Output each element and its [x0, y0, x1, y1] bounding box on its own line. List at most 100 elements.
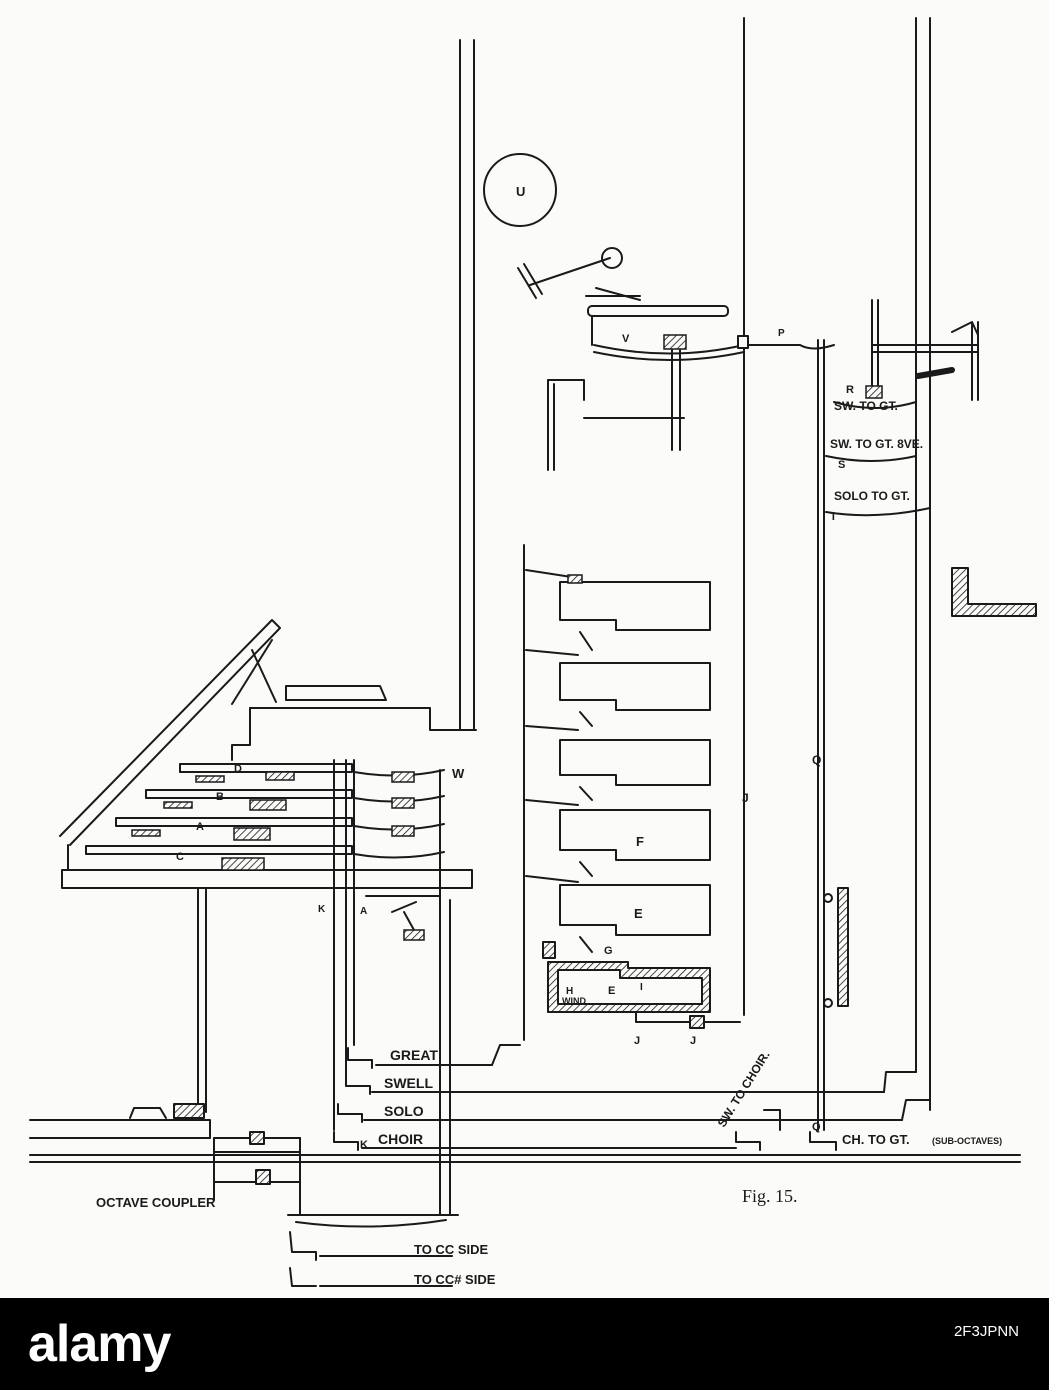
key-block-2 — [391, 797, 415, 809]
stop-pivot — [601, 247, 623, 269]
motor-box-e — [559, 884, 711, 936]
swell-square — [883, 1071, 917, 1093]
coupler-square — [951, 321, 979, 401]
diagram-labels: U V P R S T W D B A C K A J J J Q Q F E … — [96, 184, 1002, 1287]
motor-box-1 — [559, 581, 711, 631]
pedal-block — [173, 1103, 205, 1119]
chest-rod — [635, 1011, 741, 1023]
pedalboard — [29, 1119, 211, 1139]
octave-block-2 — [255, 1169, 271, 1185]
right-wall-block — [951, 567, 1037, 617]
label-q-lower: Q — [812, 1121, 821, 1133]
label-e-upper: E — [634, 906, 643, 921]
label-a-manual: A — [196, 821, 204, 833]
bracket-swell — [345, 1075, 371, 1095]
label-a-lower: A — [360, 906, 367, 917]
wheel-u — [483, 153, 557, 227]
motor-block-top — [567, 574, 583, 584]
label-d: D — [234, 763, 242, 775]
label-r: R — [846, 384, 854, 396]
wind-chest-interior — [557, 969, 703, 1005]
pedal-key — [129, 1107, 167, 1119]
key-block-3 — [391, 825, 415, 837]
backfall-v-lower — [593, 351, 745, 361]
backfall-v-p — [593, 344, 835, 355]
coupler-solo-to-gt: SOLO TO GT. — [834, 489, 910, 503]
key-lead-d — [265, 771, 295, 781]
label-q-mid: Q — [812, 753, 821, 767]
key-weight-b — [163, 801, 193, 809]
motor-levers — [525, 569, 579, 883]
music-desk — [59, 619, 281, 846]
lever-a — [365, 895, 441, 931]
label-t: T — [830, 511, 837, 523]
manual-key-a — [115, 817, 353, 827]
coupler-backfall-s — [825, 455, 917, 462]
backfall-block — [663, 334, 687, 350]
manual-great-label: GREAT — [390, 1047, 438, 1063]
motor-box-3 — [559, 739, 711, 786]
output-to-ccs-side: TO CC# SIDE — [414, 1272, 496, 1287]
alamy-logo: alamy — [28, 1315, 171, 1373]
diagram-canvas: U V P R S T W D B A C K A J J J Q Q F E … — [29, 17, 1037, 1287]
manual-key-d — [179, 763, 353, 773]
key-lead-c — [221, 857, 265, 871]
octave-output-backfall — [287, 1214, 459, 1228]
label-c: C — [176, 851, 184, 863]
label-s: S — [838, 459, 845, 471]
coupler-block-r — [865, 385, 883, 399]
coupler-arm — [871, 344, 979, 353]
octave-block-1 — [249, 1131, 265, 1145]
key-lead-a — [233, 827, 271, 841]
coupler-knob — [915, 367, 955, 379]
motor-box-2 — [559, 662, 711, 711]
console-top — [249, 707, 477, 731]
bracket-choir — [333, 1131, 359, 1151]
chest-pivot — [689, 1015, 705, 1029]
coupler-backfall-t — [825, 507, 931, 517]
label-u: U — [516, 184, 525, 199]
backfall-4 — [353, 851, 445, 859]
key-block-1 — [391, 771, 415, 783]
label-i: I — [640, 982, 643, 993]
output-to-cc-side: TO CC SIDE — [414, 1242, 488, 1257]
manual-key-b — [145, 789, 353, 799]
bracket-ch-gt — [809, 1131, 837, 1151]
coupler-backfall-r — [833, 401, 917, 409]
label-wind: WIND — [562, 996, 586, 1006]
label-g: G — [604, 945, 613, 957]
bracket-sw-choir-arm — [763, 1109, 781, 1131]
octave-coupler-label: OCTAVE COUPLER — [96, 1195, 216, 1210]
square-bracket-left — [547, 379, 585, 471]
manual-swell-label: SWELL — [384, 1075, 433, 1091]
key-lead-b — [249, 799, 287, 811]
label-w: W — [452, 766, 465, 781]
coupler-sub-octaves: (SUB-OCTAVES) — [932, 1136, 1002, 1146]
organ-action-diagram: U V P R S T W D B A C K A J J J Q Q F E … — [29, 17, 1037, 1287]
manual-choir-label: CHOIR — [378, 1131, 423, 1147]
label-j-mid: J — [742, 791, 749, 805]
bracket-great — [347, 1047, 373, 1069]
label-e-chest: E — [608, 985, 615, 997]
motor-links — [579, 631, 593, 953]
pedal-pivot-top — [823, 893, 833, 903]
console-stop-tray — [285, 685, 387, 701]
coupler-ch-to-gt: CH. TO GT. — [842, 1132, 910, 1147]
stop-lever — [517, 257, 611, 299]
key-weight-d — [195, 775, 225, 783]
pedal-pivot-bottom — [823, 998, 833, 1008]
label-k-upper: K — [318, 904, 326, 915]
stop-linkage — [585, 287, 641, 301]
manual-solo-label: SOLO — [384, 1103, 424, 1119]
label-j-right: J — [690, 1035, 696, 1047]
key-weight-a — [131, 829, 161, 837]
pallet-block — [542, 941, 556, 959]
motor-box-f — [559, 809, 711, 861]
coupler-sw-to-gt-8ve: SW. TO GT. 8VE. — [830, 437, 923, 451]
label-h: H — [566, 986, 573, 997]
music-desk-support — [231, 639, 277, 705]
to-cc-bracket — [289, 1231, 317, 1261]
backfall-joint — [737, 335, 749, 349]
manual-key-c — [85, 845, 353, 855]
upper-backfall — [587, 305, 729, 317]
